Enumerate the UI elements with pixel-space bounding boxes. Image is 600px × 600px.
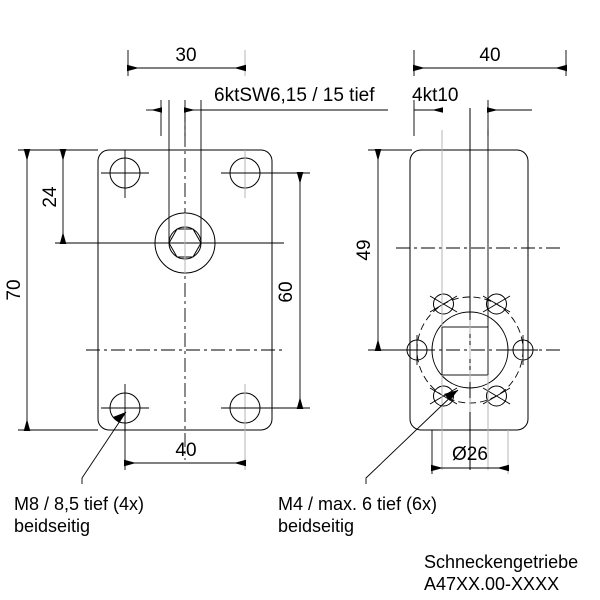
note-m8-line1: M8 / 8,5 tief (4x) (14, 494, 144, 514)
side-m4-hole-lower-left-c2 (429, 387, 458, 405)
dim-24-label: 24 (40, 186, 61, 208)
side-square-shaft (441, 326, 489, 376)
title-block: Schneckengetriebe A47XX.00-XXXX (424, 552, 578, 594)
front-view-dimensions: 30 6ktSW6,15 / 15 tief 70 24 60 (4, 45, 388, 484)
side-m4-hole-upper-left-c2 (429, 295, 458, 313)
dim-49-label: 49 (354, 239, 375, 260)
side-plate-outline (409, 149, 529, 431)
side-m4-hole-upper-left (433, 293, 454, 315)
m4-leader-arrowhead (444, 390, 458, 401)
note-m8: M8 / 8,5 tief (4x) beidseitig (14, 494, 144, 536)
side-m4-hole-upper-right (486, 293, 507, 315)
side-view (396, 108, 560, 470)
dim-70-label: 70 (4, 279, 25, 300)
dim-hex-note-label: 6ktSW6,15 / 15 tief (214, 85, 375, 106)
side-m4-hole-upper-right-c2 (482, 295, 511, 313)
front-plate-outline (97, 149, 273, 431)
dim-4kt10-label: 4kt10 (412, 85, 458, 106)
m4-leader-line (365, 389, 459, 484)
m8-leader-line (81, 411, 127, 484)
m8-leader-arrowhead (113, 412, 126, 423)
note-m4-line1: M4 / max. 6 tief (6x) (278, 494, 437, 514)
side-m4-hole-lower-right (486, 385, 507, 407)
side-view-dimensions: 40 4kt10 49 Ø26 (354, 45, 567, 484)
note-m4: M4 / max. 6 tief (6x) beidseitig (278, 494, 437, 536)
dim-60-label: 60 (276, 281, 297, 302)
note-m4-line2: beidseitig (278, 516, 354, 536)
dim-diameter-26-label: Ø26 (452, 444, 488, 465)
dim-40-front-label: 40 (175, 440, 196, 461)
front-view (86, 100, 284, 460)
title-block-line2: A47XX.00-XXXX (424, 574, 559, 594)
dim-40-side-label: 40 (479, 45, 500, 66)
note-m8-line2: beidseitig (14, 516, 90, 536)
dim-30-label: 30 (175, 45, 196, 66)
title-block-line1: Schneckengetriebe (424, 552, 578, 572)
